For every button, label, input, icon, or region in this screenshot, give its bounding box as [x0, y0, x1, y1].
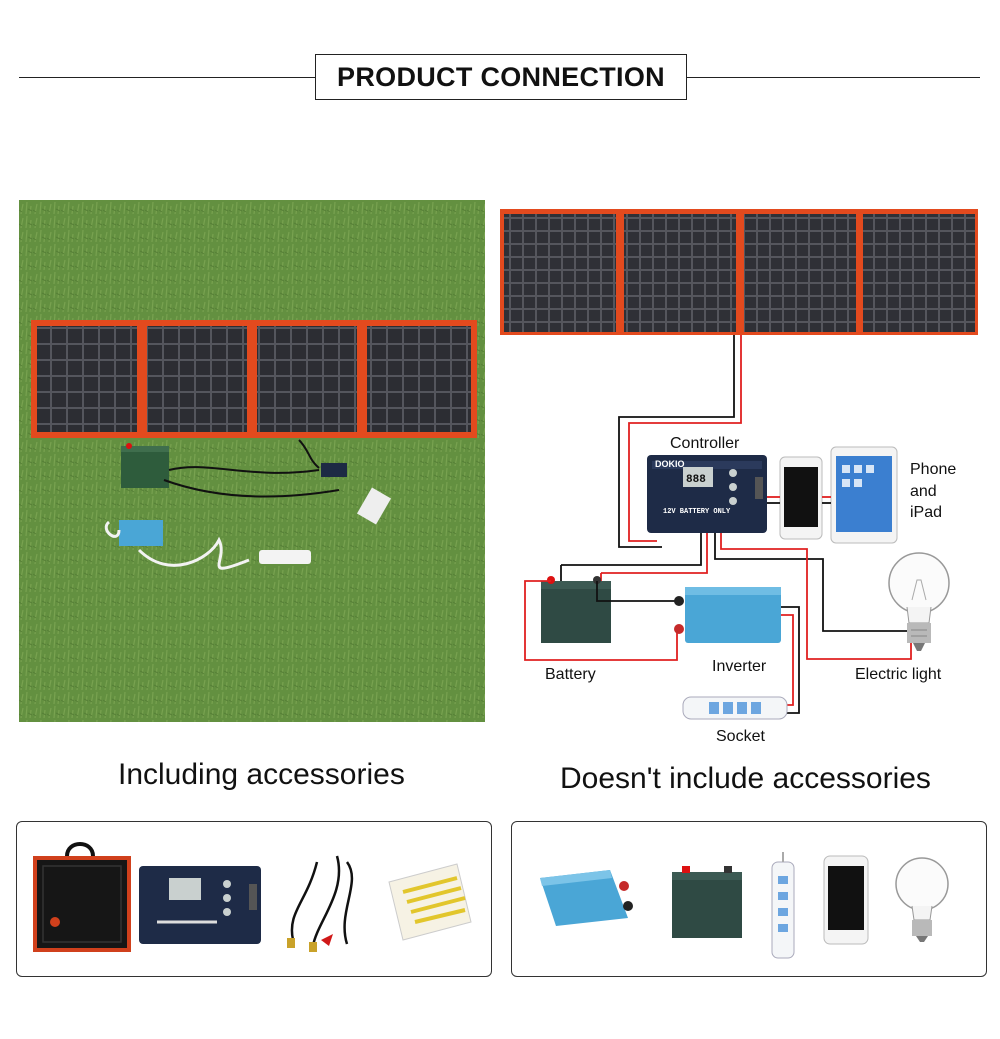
- label-battery: Battery: [545, 666, 596, 683]
- product-photo: [19, 200, 485, 722]
- inverter-illustration: [674, 587, 781, 643]
- controller-brand: DOKIO: [655, 459, 685, 469]
- controller-text: 12V BATTERY ONLY: [663, 508, 731, 516]
- connection-diagram-svg: DOKIO 888 12V BATTERY ONLY: [500, 209, 978, 720]
- label-socket: Socket: [716, 728, 765, 745]
- included-accessories-svg: [33, 842, 472, 952]
- ipad-illustration: [830, 446, 898, 544]
- carry-bag-icon: [33, 842, 131, 952]
- excluded-accessories-svg: [540, 852, 949, 959]
- solar-panel-array: [500, 209, 978, 335]
- included-accessories-box: [16, 821, 492, 977]
- inverter-icon: [540, 870, 633, 926]
- label-and: and: [910, 483, 937, 500]
- label-controller: Controller: [670, 435, 740, 452]
- caption-including-accessories: Including accessories: [118, 758, 405, 791]
- charge-controller: [647, 455, 767, 533]
- header-rule-left: [19, 77, 315, 78]
- caption-excluding-accessories: Doesn't include accessories: [560, 762, 931, 795]
- page-title: PRODUCT CONNECTION: [315, 54, 687, 100]
- battery-illustration: [541, 576, 611, 643]
- label-inverter: Inverter: [712, 658, 767, 675]
- battery-icon: [672, 866, 742, 938]
- light-bulb-illustration: [888, 552, 950, 651]
- label-ipad: iPad: [910, 504, 943, 521]
- solar-panels: [31, 320, 477, 438]
- light-bulb-icon: [895, 857, 949, 942]
- excluded-accessories-box: [511, 821, 987, 977]
- cables-icon: [287, 855, 354, 952]
- label-electric-light: Electric light: [855, 666, 942, 683]
- power-strip-icon: [771, 852, 795, 959]
- phone-illustration: [779, 456, 823, 540]
- socket-illustration: [682, 696, 788, 720]
- connection-diagram: DOKIO 888 12V BATTERY ONLY: [497, 205, 987, 765]
- controller-accessory-icon: [139, 866, 261, 944]
- label-phone: Phone: [910, 461, 957, 478]
- manual-icon: [388, 863, 472, 941]
- grass-scene: [19, 200, 485, 722]
- header-rule-right: [686, 77, 980, 78]
- controller-lcd: 888: [686, 474, 706, 486]
- smartphone-icon: [823, 855, 869, 945]
